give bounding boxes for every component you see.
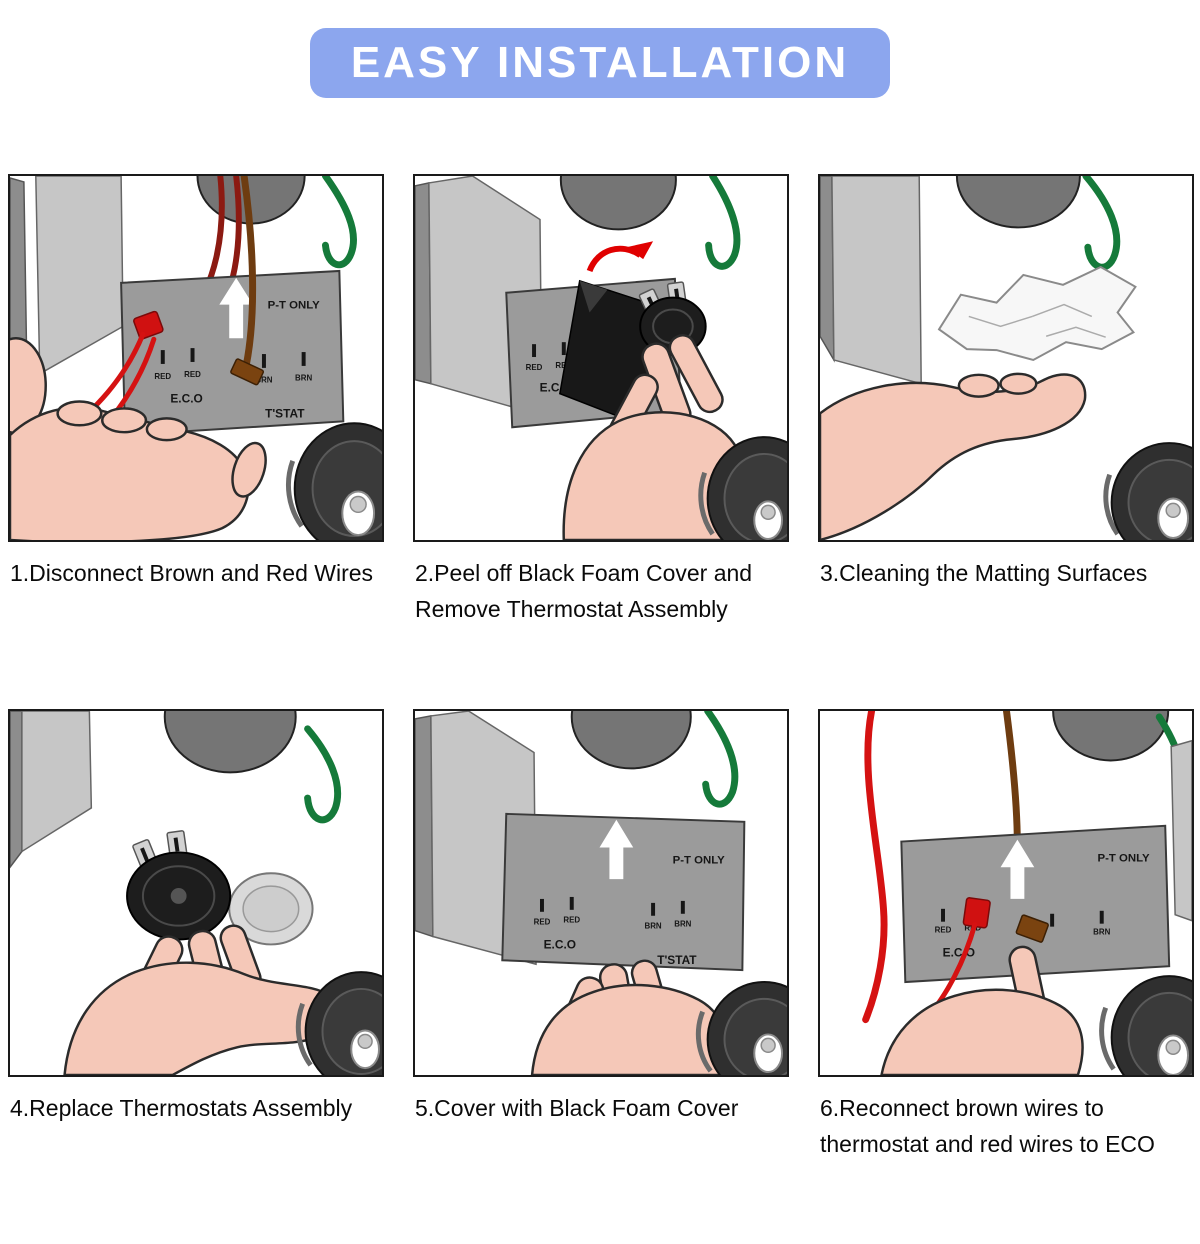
step-5: P-T ONLY RED RED BRN BRN E.C.O T'STAT <box>413 709 789 1244</box>
step-3-caption: 3.Cleaning the Matting Surfaces <box>818 556 1194 709</box>
hand <box>880 945 1084 1075</box>
plate-label-red: RED <box>526 363 543 372</box>
step-6-illustration: P-T ONLY RED RED BRN E.C.O <box>818 709 1194 1077</box>
wall <box>1170 739 1192 922</box>
green-wire <box>304 725 342 824</box>
green-wire <box>1082 176 1121 271</box>
step-6-drawing: P-T ONLY RED RED BRN E.C.O <box>862 711 1192 1075</box>
plate-label-eco: E.C.O <box>943 945 975 959</box>
plate-terminal-slots <box>532 342 566 358</box>
plate-terminal-slots <box>160 348 306 368</box>
peel-arrow-icon <box>586 241 654 273</box>
caption-line: 4.Replace Thermostats Assembly <box>10 1095 353 1121</box>
plate-label-tstat: T'STAT <box>657 953 697 967</box>
title-banner: EASY INSTALLATION <box>310 28 890 98</box>
pipe-fitting <box>570 711 692 770</box>
step-2-illustration: RED RED E.C.O <box>413 174 789 542</box>
step-3-illustration <box>818 174 1194 542</box>
plate-label-brn: BRN <box>644 922 661 931</box>
brown-wire-connector <box>230 358 265 386</box>
plate-label-tstat: T'STAT <box>265 406 305 420</box>
heater-element-housing <box>695 981 787 1075</box>
thermostat-assembly <box>126 830 232 941</box>
step-5-caption: 5.Cover with Black Foam Cover <box>413 1091 789 1244</box>
pipe-fitting <box>955 176 1081 229</box>
plate-label-pt-only: P-T ONLY <box>268 300 321 312</box>
step-4-illustration <box>8 709 384 1077</box>
caption-line: 2.Peel off Black Foam Cover and <box>415 560 753 586</box>
step-5-drawing: P-T ONLY RED RED BRN BRN E.C.O T'STAT <box>415 711 787 1075</box>
step-1-drawing: P-T ONLY RED RED BRN BRN E.C.O T'STAT <box>10 176 382 540</box>
wall <box>10 176 124 389</box>
step-6-caption: 6.Reconnect brown wires to thermostat an… <box>818 1091 1194 1244</box>
plate-label-red: RED <box>563 916 580 925</box>
red-wire-connector <box>133 310 164 340</box>
step-2: RED RED E.C.O <box>413 174 789 709</box>
heater-element-housing <box>1103 442 1192 540</box>
plate-label-pt-only: P-T ONLY <box>1097 852 1150 864</box>
pipe-fitting <box>1052 711 1170 762</box>
hand <box>10 336 267 540</box>
hand <box>530 959 728 1075</box>
step-5-illustration: P-T ONLY RED RED BRN BRN E.C.O T'STAT <box>413 709 789 1077</box>
heater-element-housing <box>285 422 382 540</box>
caption-line: 6.Reconnect brown wires to <box>820 1095 1104 1121</box>
caption-line: Remove Thermostat Assembly <box>415 595 728 622</box>
step-2-caption: 2.Peel off Black Foam Cover and Remove T… <box>413 556 789 709</box>
green-wire <box>702 711 739 808</box>
plate-label-eco: E.C.O <box>170 392 202 406</box>
foam-gasket-disc <box>228 872 314 946</box>
step-3: 3.Cleaning the Matting Surfaces <box>818 174 1194 709</box>
heater-element-housing <box>1099 975 1192 1075</box>
step-1-caption: 1.Disconnect Brown and Red Wires <box>8 556 384 709</box>
plate-terminal-slots <box>539 896 685 916</box>
step-6: P-T ONLY RED RED BRN E.C.O <box>818 709 1194 1244</box>
plate-label-pt-only: P-T ONLY <box>673 854 726 866</box>
steps-grid: P-T ONLY RED RED BRN BRN E.C.O T'STAT <box>0 174 1200 1244</box>
plate-label-eco: E.C.O <box>544 937 576 951</box>
caption-line: 5.Cover with Black Foam Cover <box>415 1095 739 1121</box>
brown-wire-connector <box>1015 914 1049 943</box>
heater-element-housing <box>295 971 382 1075</box>
up-arrow-icon <box>1000 839 1035 899</box>
plate-label-brn: BRN <box>295 374 312 383</box>
hand <box>820 372 1087 540</box>
plate-label-brn: BRN <box>1093 928 1110 937</box>
step-4-caption: 4.Replace Thermostats Assembly <box>8 1091 384 1244</box>
green-wire <box>705 176 741 270</box>
heater-element-housing <box>698 436 787 540</box>
plate-label-brn: BRN <box>255 376 272 385</box>
step-2-drawing: RED RED E.C.O <box>415 176 787 540</box>
step-1: P-T ONLY RED RED BRN BRN E.C.O T'STAT <box>8 174 384 709</box>
hand <box>63 924 340 1075</box>
plate-label-red: RED <box>154 372 171 381</box>
wall <box>820 176 922 385</box>
plate-label-red: RED <box>555 361 572 370</box>
wall <box>10 711 93 869</box>
step-4-drawing <box>10 711 382 1075</box>
up-arrow-icon <box>219 277 254 339</box>
plate-label-red: RED <box>935 926 952 935</box>
thermostat-plate <box>501 812 746 972</box>
pipe-fitting <box>163 711 297 774</box>
plate-label-brn: BRN <box>674 920 691 929</box>
brown-wire <box>240 176 257 370</box>
step-3-drawing <box>820 176 1192 540</box>
thermostat-plate <box>120 269 345 437</box>
page-title: EASY INSTALLATION <box>350 38 850 87</box>
step-4: 4.Replace Thermostats Assembly <box>8 709 384 1244</box>
caption-line: 1.Disconnect Brown and Red Wires <box>10 560 374 586</box>
caption-line: thermostat and red wires to ECO <box>820 1130 1155 1157</box>
plate-label-red: RED <box>184 370 201 379</box>
green-wire <box>321 176 357 269</box>
caption-line: 3.Cleaning the Matting Surfaces <box>820 560 1148 586</box>
cleaning-cloth <box>937 265 1137 362</box>
step-1-illustration: P-T ONLY RED RED BRN BRN E.C.O T'STAT <box>8 174 384 542</box>
red-wire <box>862 711 888 1024</box>
up-arrow-icon <box>599 819 634 880</box>
plate-label-red: RED <box>534 918 551 927</box>
pipe-fitting <box>559 176 677 231</box>
